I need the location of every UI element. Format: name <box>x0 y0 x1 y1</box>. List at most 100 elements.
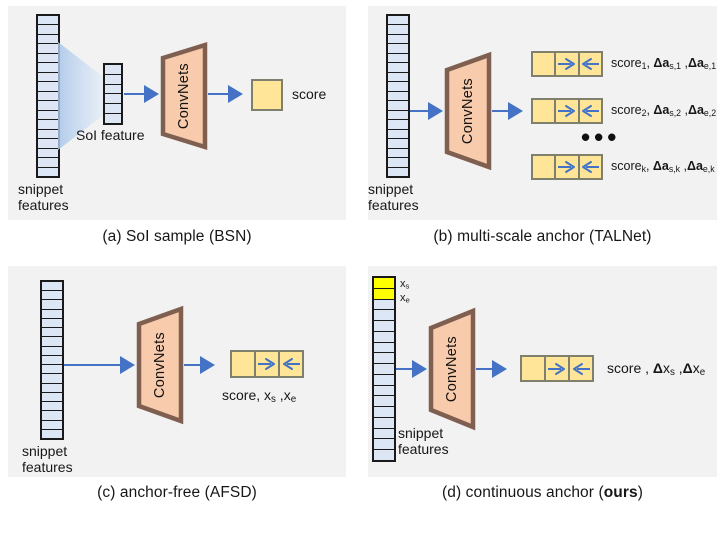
soi-cell <box>105 104 121 115</box>
panel-c-snippet-label-line2: features <box>22 458 73 475</box>
snippet-cell <box>38 139 58 149</box>
soi-cell <box>105 94 121 105</box>
soi-cell <box>105 114 121 123</box>
snippet-cell <box>38 111 58 121</box>
snippet-cell <box>38 149 58 159</box>
panel-d-xs-sub: s <box>405 281 410 291</box>
snippet-cell <box>388 130 408 140</box>
panel-d-output-dxs-sub: s <box>669 367 675 379</box>
snippet-cell <box>388 92 408 102</box>
snippet-cell <box>38 63 58 73</box>
panel-c-output-xe: x <box>283 387 291 403</box>
arrow-line-convnets-to-anchors-b <box>492 110 510 112</box>
snippet-cell <box>38 35 58 45</box>
panel-c-convnets-label-wrap: ConvNets <box>136 306 184 424</box>
snippet-cell <box>42 411 62 421</box>
panel-a-convnets-label-wrap: ConvNets <box>160 42 208 150</box>
snippet-cell <box>38 82 58 92</box>
panel-d-output-dxs: x <box>662 360 670 376</box>
anchor-seg-plain <box>522 357 546 380</box>
panel-c-output-xe-sub: e <box>290 394 297 406</box>
snippet-cell <box>374 300 394 311</box>
snippet-cell <box>374 353 394 365</box>
panel-b: snippet features ConvNets s <box>368 6 717 220</box>
panel-a-soi-label: SoI feature <box>76 127 145 143</box>
panel-b-delta-kb: Δ <box>686 159 696 173</box>
snippet-cell <box>388 82 408 92</box>
panel-c-output-label: score, xs ,xe <box>222 387 297 406</box>
snippet-cell <box>374 418 394 429</box>
anchor-seg-right-arrow <box>546 357 570 380</box>
panel-d-snippet-label-line1: snippet <box>398 425 444 441</box>
soi-sampling-funnel <box>58 42 106 150</box>
snippet-cell <box>374 396 394 408</box>
snippet-cell <box>374 386 394 397</box>
panel-d-output-dxe-sub: e <box>699 367 706 379</box>
arrow-head-convnets-to-score <box>228 85 243 103</box>
snippet-cell <box>42 365 62 375</box>
panel-d-caption: (d) continuous anchor (ours) <box>368 484 717 502</box>
snippet-cell <box>42 291 62 301</box>
snippet-cell <box>388 139 408 149</box>
anchor-seg-left-arrow <box>570 357 592 380</box>
panel-b-sub-ka: s,k <box>668 163 681 174</box>
arrow-line-convnets-to-output-c <box>184 364 202 366</box>
anchor-seg-left-arrow <box>280 352 302 376</box>
panel-d-caption-suffix: ) <box>637 484 643 501</box>
panel-b-snippet-label: snippet features <box>368 181 419 213</box>
snippet-cell <box>42 282 62 292</box>
panel-b-anchorvar-1b: a <box>696 56 704 70</box>
snippet-cell <box>388 120 408 130</box>
panel-a-snippet-strip <box>36 14 60 178</box>
snippet-cell <box>42 347 62 356</box>
panel-b-anchorvar-kb: a <box>695 159 703 173</box>
panel-a-snippet-label: snippet features <box>18 181 69 213</box>
panel-b-sub-2b: e,2 <box>703 107 717 118</box>
snippet-cell <box>42 310 62 319</box>
panel-d-caption-prefix: (d) continuous anchor ( <box>442 484 604 501</box>
panel-b-anchor-box-1 <box>531 51 603 77</box>
panel-b-delta-ka: Δ <box>652 159 662 173</box>
panel-c-output-box <box>230 350 304 378</box>
panel-b-anchor-box-2 <box>531 98 603 124</box>
snippet-cell <box>388 63 408 73</box>
panel-d-xe-text: x <box>400 292 406 304</box>
panel-d-xe-sub: e <box>405 295 410 305</box>
panel-d-output-dxe: x <box>692 360 700 376</box>
anchor-seg-plain <box>533 100 557 122</box>
panel-a-snippet-label-line1: snippet <box>18 181 64 197</box>
panel-b-snippet-strip <box>386 14 410 178</box>
panel-a-caption: (a) SoI sample (BSN) <box>102 228 252 245</box>
panel-d-convnets: ConvNets <box>428 307 476 431</box>
snippet-cell <box>374 429 394 440</box>
panel-b-score-k: score <box>611 159 642 173</box>
panel-c-convnets: ConvNets <box>136 305 184 425</box>
panel-d-snippet-label-line2: features <box>398 440 449 457</box>
snippet-cell <box>388 111 408 121</box>
snippet-cell <box>388 16 408 26</box>
panel-d-snippet-strip <box>372 276 396 462</box>
snippet-cell <box>38 92 58 102</box>
anchor-seg-left-arrow <box>580 156 601 178</box>
panel-b-convnets: ConvNets <box>444 51 492 171</box>
panel-c-convnets-label: ConvNets <box>152 331 168 399</box>
panel-c: snippet features ConvNets score, <box>8 266 346 477</box>
panel-b-sub-1b: e,1 <box>703 60 717 71</box>
arrow-head-soi-to-convnets <box>144 85 159 103</box>
panel-d-caption-bold: ours <box>603 484 638 501</box>
panel-a-convnets: ConvNets <box>160 41 208 151</box>
arrow-head-convnets-to-anchors-b <box>508 102 523 120</box>
snippet-cell <box>42 300 62 310</box>
snippet-cell <box>38 16 58 26</box>
panel-a-snippet-label-line2: features <box>18 196 69 213</box>
snippet-cell <box>388 25 408 35</box>
snippet-cell <box>38 44 58 54</box>
panel-c-output-xs: x <box>264 387 272 403</box>
panel-b-anchorvar-ka: a <box>661 159 669 173</box>
panel-c-output-xs-sub: s <box>271 394 276 406</box>
panel-b-delta-2a: Δ <box>653 103 663 117</box>
anchor-seg-plain <box>533 53 557 75</box>
soi-cell <box>105 65 121 75</box>
arrow-line-snippet-to-convnets-c <box>64 364 122 366</box>
soi-cell <box>105 75 121 85</box>
